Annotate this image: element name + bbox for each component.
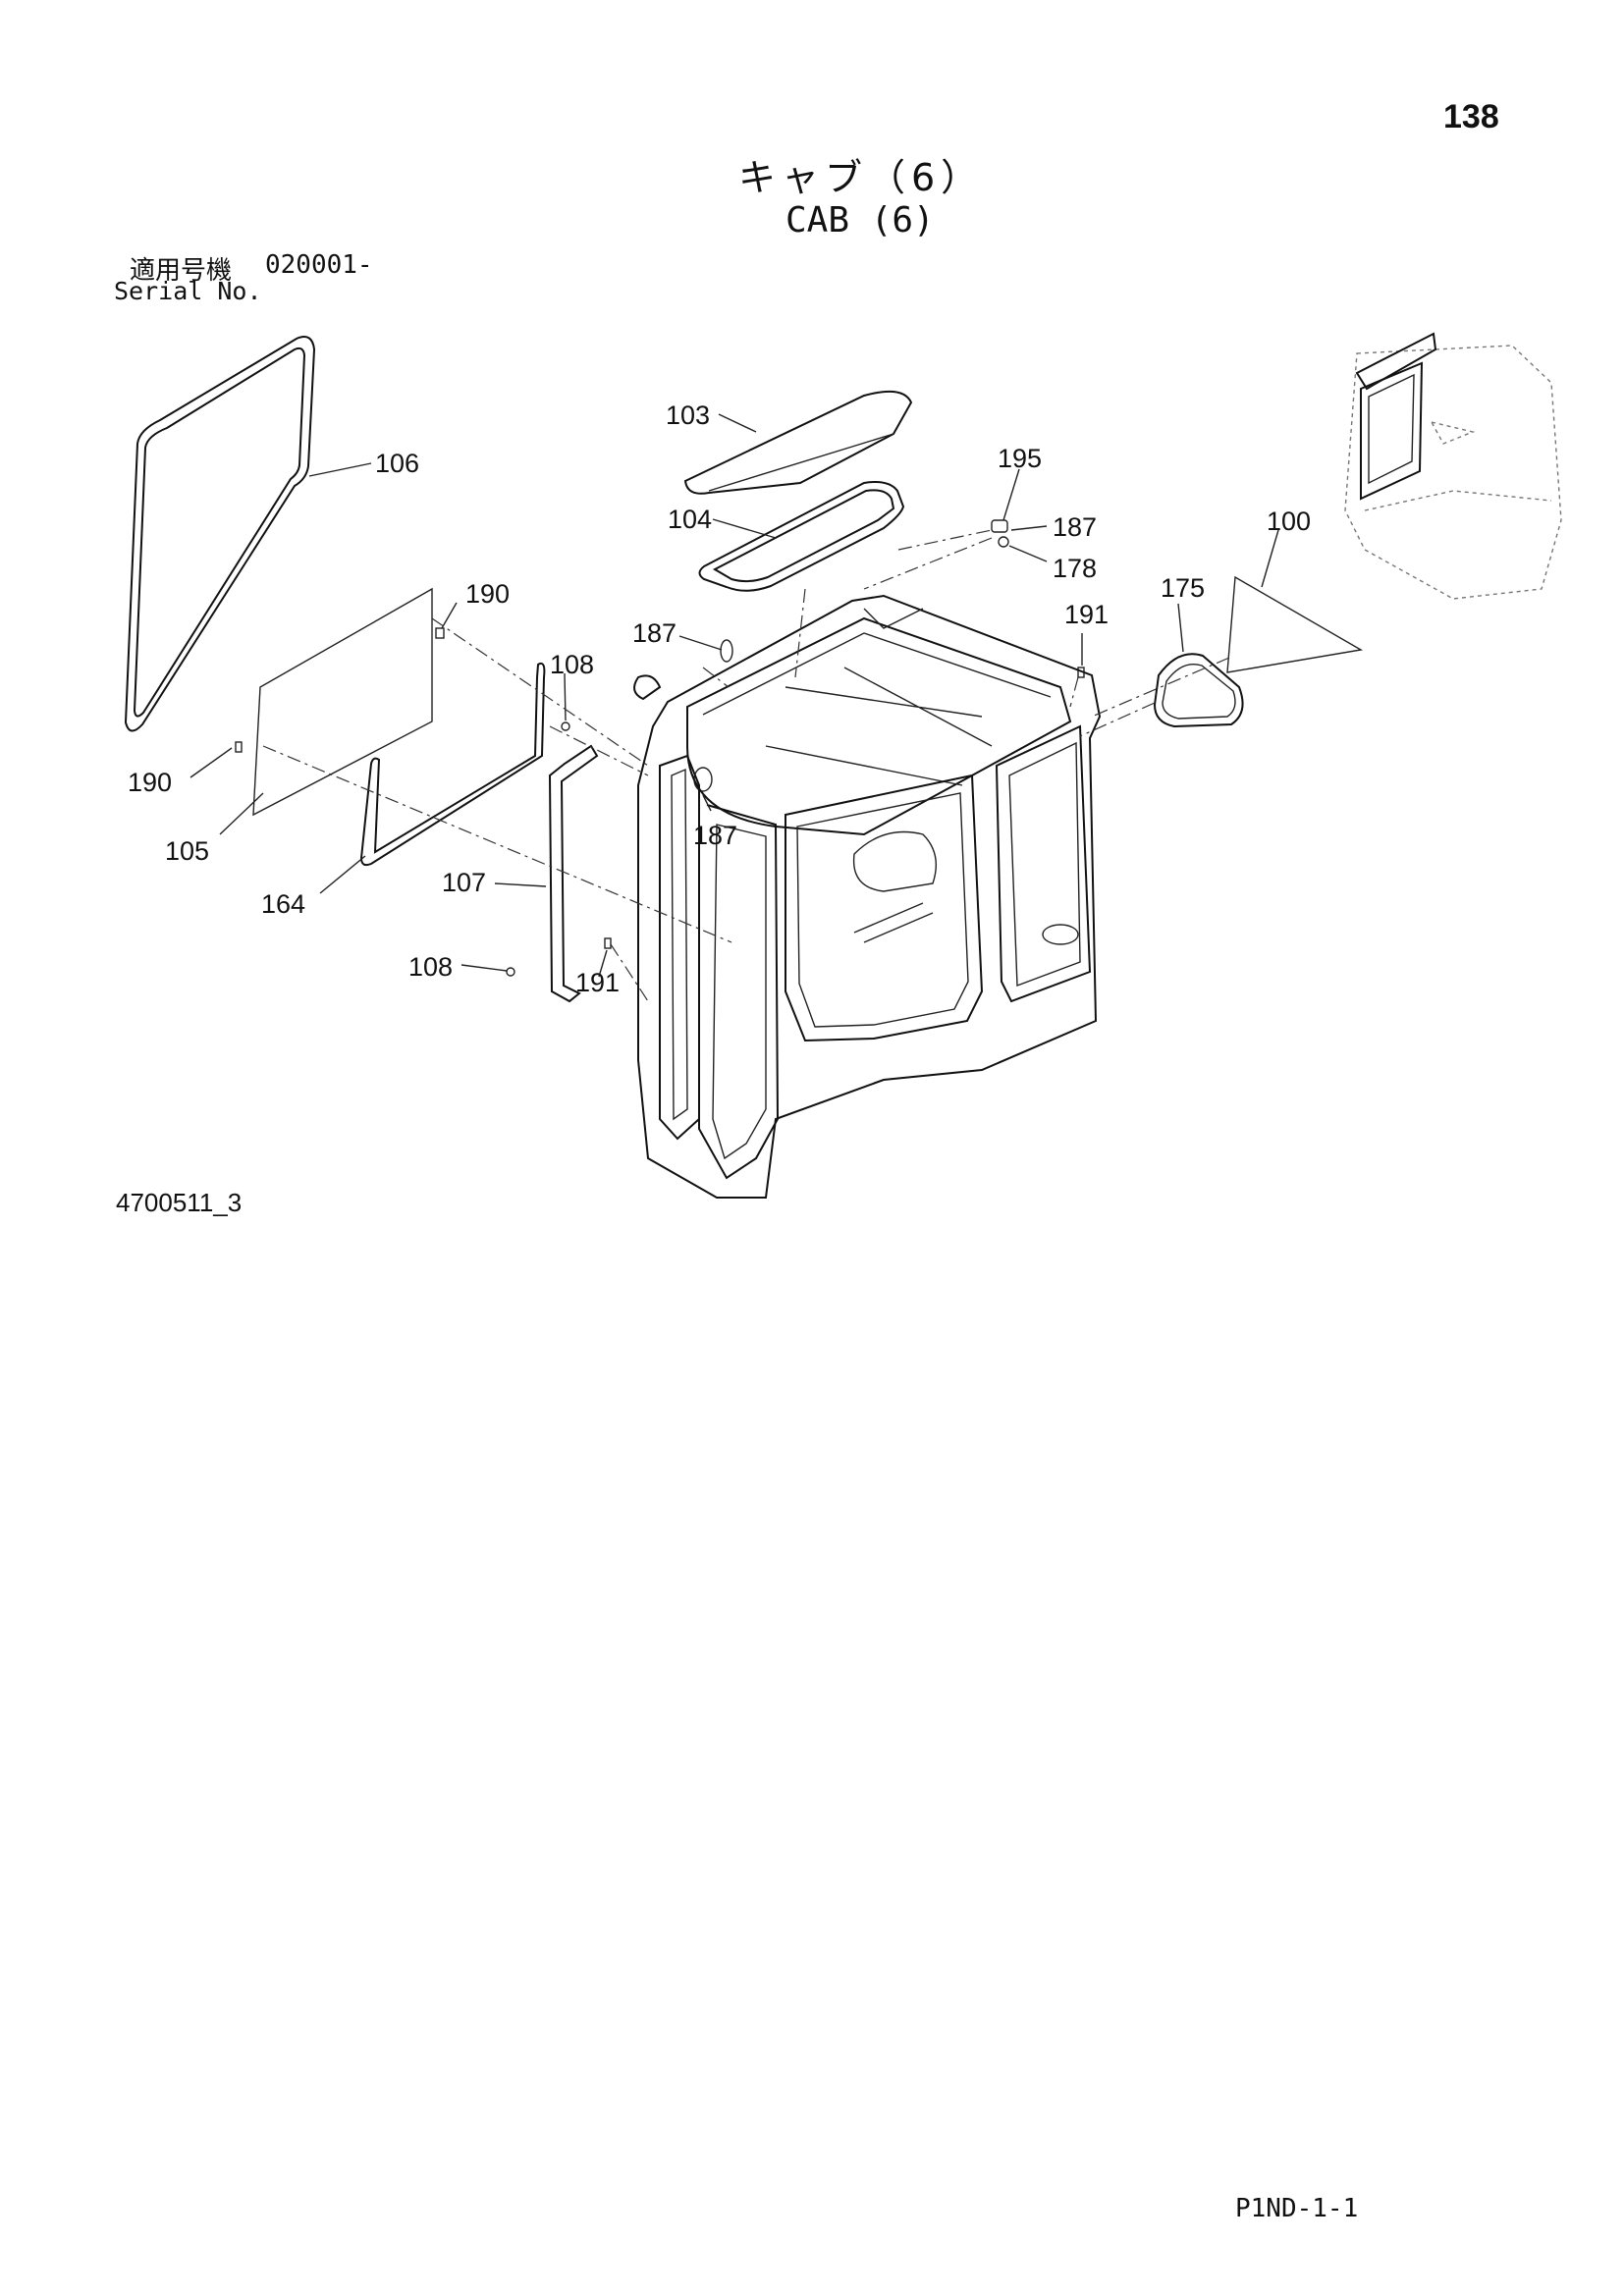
- page-reference: P1ND-1-1: [1235, 2194, 1359, 2223]
- callout-178: 178: [1053, 554, 1097, 583]
- callout-190-lower: 190: [128, 768, 172, 797]
- callout-187-middle: 187: [693, 821, 737, 850]
- callout-103: 103: [666, 400, 710, 430]
- callout-108-lower: 108: [408, 952, 453, 982]
- part-108-bolt-lower: [506, 967, 515, 977]
- part-187-plug-top: [720, 639, 733, 663]
- callout-190-upper: 190: [465, 579, 510, 609]
- callout-labels: 106 103 104 195 187 178 100 190 187 108 …: [128, 400, 1311, 997]
- part-175-seal: [1153, 653, 1244, 728]
- part-103-roof-panel: [683, 390, 913, 495]
- callout-195: 195: [998, 444, 1042, 473]
- part-107-rail: [548, 744, 599, 1003]
- locator-view: [1344, 332, 1562, 600]
- leader-lines: [189, 413, 1279, 1002]
- callout-187-right: 187: [1053, 512, 1097, 542]
- part-178-screw: [998, 536, 1009, 548]
- part-195-clip: [991, 519, 1008, 533]
- serial-label-japanese: 適用号機: [130, 256, 233, 286]
- page-number: 138: [1443, 98, 1499, 135]
- serial-number: 020001-: [265, 250, 373, 280]
- callout-106: 106: [375, 449, 419, 478]
- part-164-seal: [359, 662, 546, 867]
- part-190-clip-upper: [435, 627, 445, 639]
- callout-187-top: 187: [632, 618, 677, 648]
- part-108-bolt-upper: [561, 721, 570, 731]
- part-105-glass: [252, 587, 433, 817]
- callout-104: 104: [668, 505, 712, 534]
- callout-175: 175: [1161, 573, 1205, 603]
- callout-107: 107: [442, 868, 486, 897]
- part-190-clip-lower: [235, 741, 243, 753]
- callout-191-lower: 191: [575, 968, 620, 997]
- part-191-pin-lower: [604, 937, 612, 949]
- callout-105: 105: [165, 836, 209, 866]
- part-106-frame: [124, 336, 316, 732]
- callout-164: 164: [261, 889, 305, 919]
- title-japanese: キャブ（6）: [738, 156, 985, 199]
- part-100-glass: [1226, 575, 1364, 673]
- part-104-roof-seal: [698, 481, 905, 592]
- callout-191-upper: 191: [1064, 600, 1109, 629]
- title-english: CAB (6): [785, 200, 935, 240]
- serial-label-english: Serial No.: [114, 277, 262, 305]
- callout-108-upper: 108: [550, 650, 594, 679]
- cab-body: [633, 594, 1102, 1199]
- callout-100: 100: [1267, 507, 1311, 536]
- drawing-code: 4700511_3: [116, 1188, 243, 1217]
